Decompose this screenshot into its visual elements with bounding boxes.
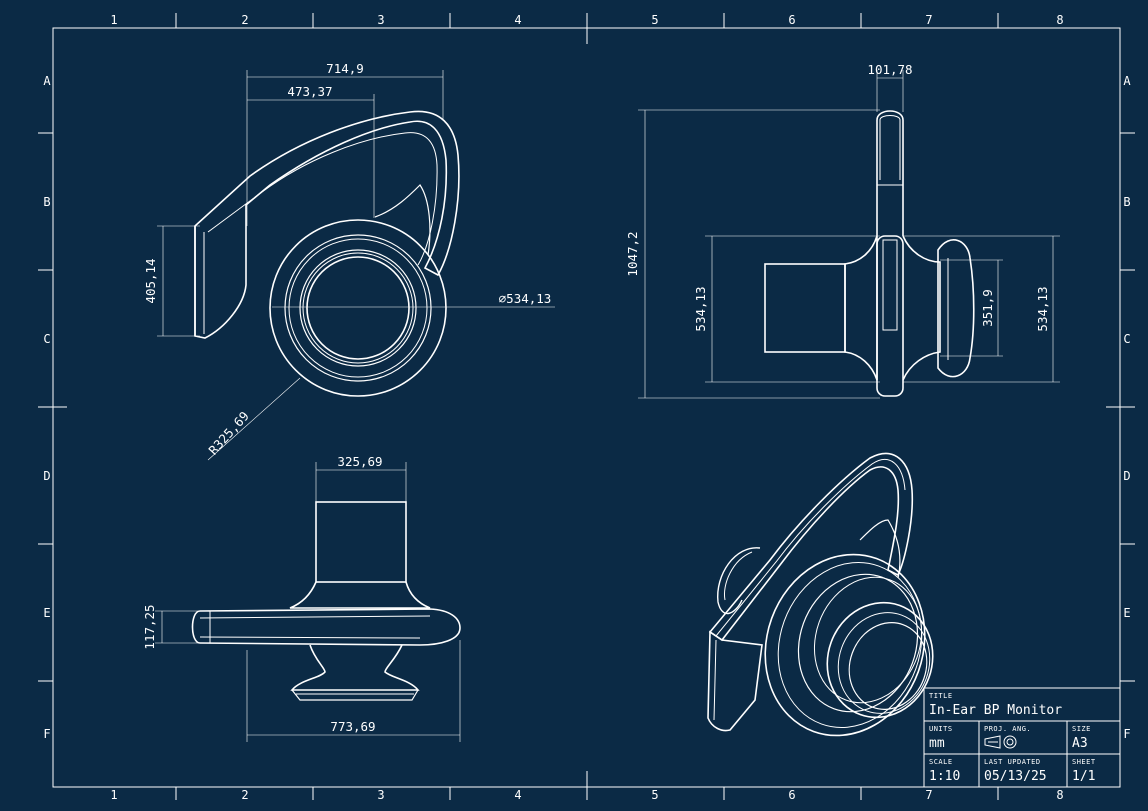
dim-stem-width: 325,69 [337, 454, 382, 469]
row-label: E [43, 606, 50, 620]
side-dimension-lines [638, 70, 1060, 399]
right-ticks [1106, 132, 1135, 682]
dim-overall-width: 714,9 [326, 61, 364, 76]
scale-value: 1:10 [929, 769, 960, 784]
updated-value: 05/13/25 [984, 769, 1047, 784]
units-label: UNITS [929, 725, 953, 733]
units-value: mm [929, 736, 945, 751]
top-arm [191, 608, 461, 646]
title-label: TITLE [929, 692, 953, 700]
row-label: A [1123, 74, 1131, 88]
col-label: 5 [651, 13, 658, 27]
top-ticks [175, 13, 999, 44]
top-stem [315, 501, 407, 583]
row-label: D [1123, 469, 1130, 483]
col-label: 8 [1056, 788, 1063, 802]
row-label: F [43, 727, 50, 741]
dim-cap-height: 351,9 [980, 289, 995, 327]
dim-top-width: 773,69 [330, 719, 375, 734]
column-labels-bottom: 1 2 3 4 5 6 7 8 [110, 788, 1063, 802]
front-outer-ring [269, 219, 447, 397]
top-view [191, 501, 461, 701]
side-tip [876, 110, 904, 236]
col-label: 4 [514, 788, 521, 802]
row-label: C [1123, 332, 1130, 346]
side-dimensions: 101,78 1047,2 534,13 351,9 534,13 [625, 62, 1050, 332]
iso-cap [826, 601, 934, 719]
side-cap [937, 239, 975, 378]
col-label: 1 [110, 13, 117, 27]
col-label: 6 [788, 13, 795, 27]
col-label: 2 [241, 13, 248, 27]
size-value: A3 [1072, 736, 1088, 751]
dim-tip-width: 101,78 [867, 62, 912, 77]
sheet-label: SHEET [1072, 758, 1096, 766]
drawing-title: In-Ear BP Monitor [929, 703, 1062, 718]
col-label: 5 [651, 788, 658, 802]
col-label: 7 [925, 788, 932, 802]
row-label: C [43, 332, 50, 346]
col-label: 3 [377, 788, 384, 802]
front-view [194, 110, 460, 397]
dim-hook-width: 473,37 [287, 84, 332, 99]
top-dimensions: 325,69 117,25 773,69 [142, 454, 383, 734]
scale-label: SCALE [929, 758, 953, 766]
title-block [923, 687, 1121, 788]
dim-body-height: 534,13 [693, 286, 708, 331]
row-label: F [1123, 727, 1130, 741]
iso-hook [708, 452, 914, 642]
title-block-text: TITLE In-Ear BP Monitor UNITS mm PROJ. A… [929, 692, 1096, 784]
dim-cap-outer-height: 534,13 [1035, 286, 1050, 331]
col-label: 6 [788, 788, 795, 802]
col-label: 8 [1056, 13, 1063, 27]
size-label: SIZE [1072, 725, 1091, 733]
drawing-frame [38, 13, 1135, 800]
front-hook-outline [194, 110, 460, 339]
updated-label: LAST UPDATED [984, 758, 1041, 766]
dim-overall-height: 1047,2 [625, 231, 640, 276]
projection-symbol-icon [984, 735, 1017, 749]
isometric-view [707, 452, 934, 737]
col-label: 2 [241, 788, 248, 802]
sheet-value: 1/1 [1072, 769, 1095, 784]
side-hook-body [876, 235, 904, 397]
row-label: B [43, 195, 50, 209]
row-label: A [43, 74, 51, 88]
row-label: E [1123, 606, 1130, 620]
dim-arm-thickness: 117,25 [142, 604, 157, 649]
col-label: 1 [110, 788, 117, 802]
front-dimension-lines [157, 70, 555, 461]
dim-diameter: ⌀534,13 [499, 291, 552, 306]
dim-height: 405,14 [143, 258, 158, 303]
left-ticks [38, 132, 67, 682]
iso-outer-ring [764, 553, 926, 737]
column-labels-top: 1 2 3 4 5 6 7 8 [110, 13, 1063, 27]
projection-label: PROJ. ANG. [984, 725, 1031, 733]
bottom-ticks [175, 771, 999, 800]
top-dimension-lines [155, 462, 461, 742]
row-labels-left: A B C D E F [43, 74, 51, 741]
col-label: 3 [377, 13, 384, 27]
col-label: 7 [925, 13, 932, 27]
col-label: 4 [514, 13, 521, 27]
row-label: D [43, 469, 50, 483]
side-view [764, 110, 975, 397]
row-label: B [1123, 195, 1130, 209]
row-labels-right: A B C D E F [1123, 74, 1131, 741]
